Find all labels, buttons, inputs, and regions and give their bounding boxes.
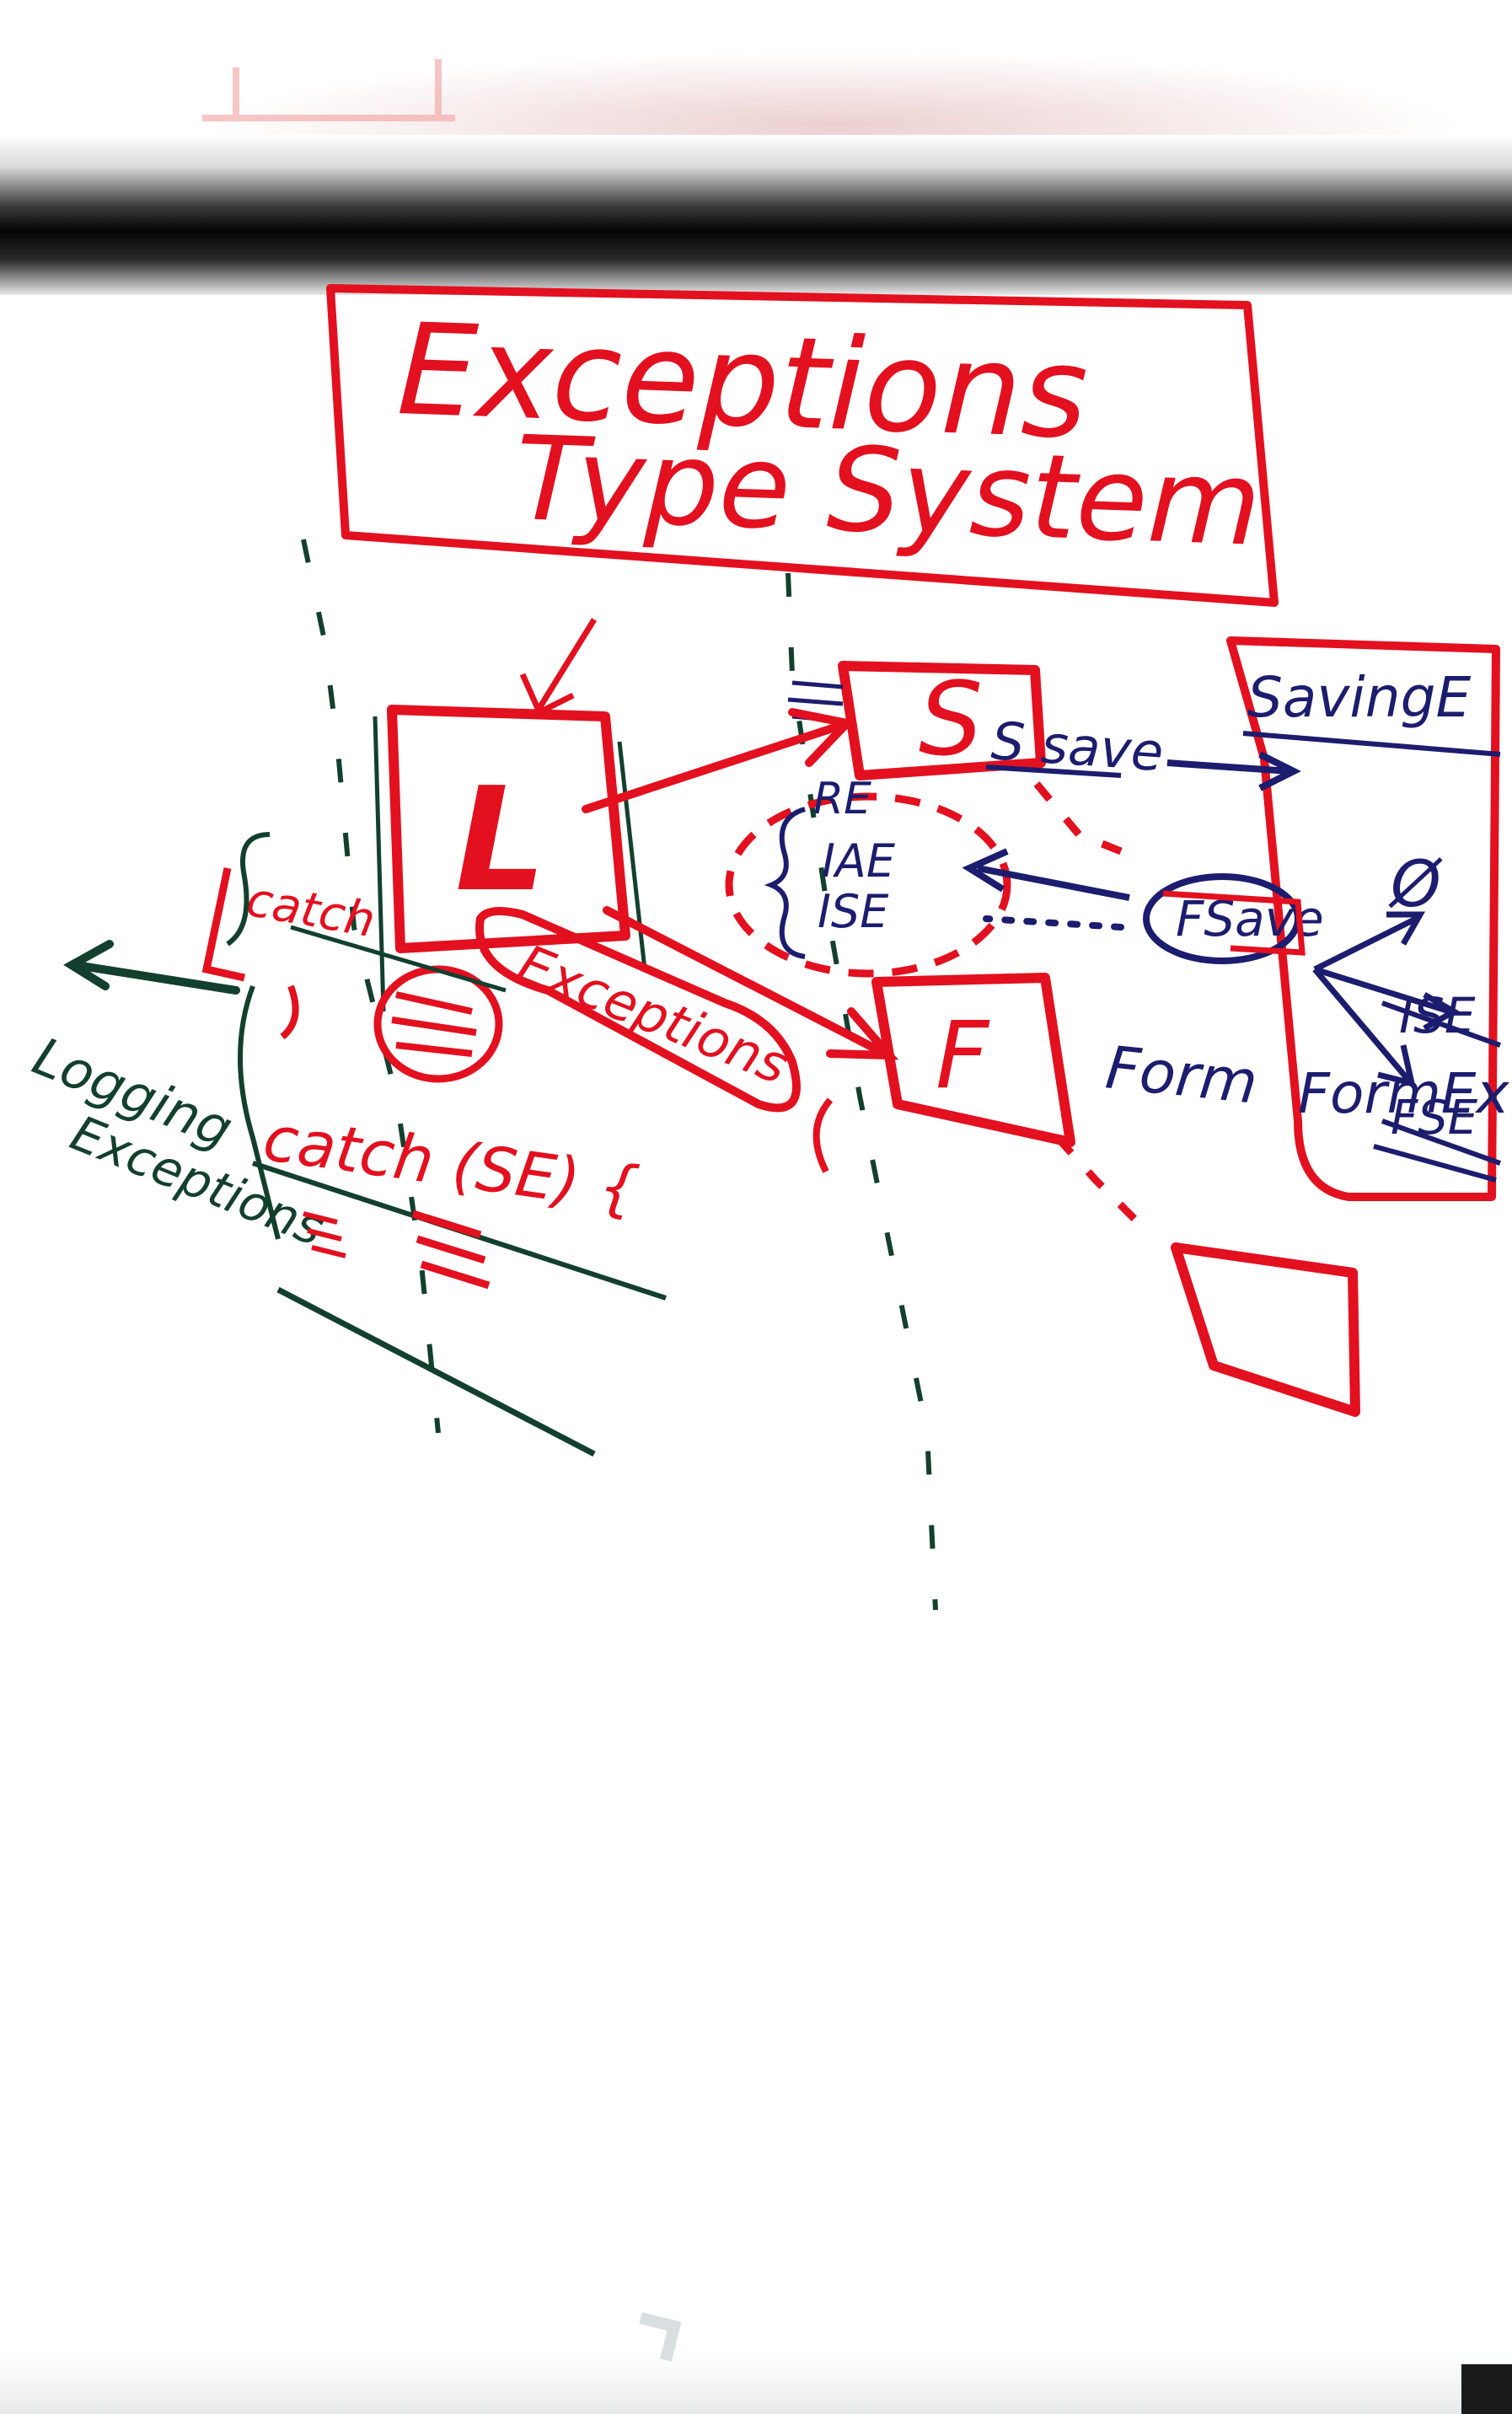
arrow-fsave-to-fse [1312, 967, 1416, 1087]
rte-label: RE [813, 774, 871, 824]
formex-label: FormEx [1298, 1061, 1509, 1126]
ise-right-strike [1381, 1000, 1502, 1048]
title-line-2: Type System [513, 410, 1263, 572]
catch-brace-green [226, 832, 271, 947]
iae-label: IAE [822, 834, 896, 888]
red-brace-close [280, 984, 299, 1040]
title-line-1: Exceptions [395, 297, 1091, 467]
arrow-ssave-to-savings [1166, 751, 1301, 791]
title-box [326, 284, 1279, 607]
savings-underline [1242, 731, 1501, 757]
layer-divider-left [301, 539, 441, 1434]
green-equals [303, 1211, 346, 1258]
savings-container [1226, 636, 1500, 1201]
layer-empty-box [1171, 1242, 1360, 1417]
corner-shadow [1461, 2364, 1512, 2414]
catch-l-underline [290, 925, 507, 993]
bottom-faint-marks [639, 2312, 682, 2362]
layer-l-label: L [455, 757, 546, 924]
arrow-into-l [519, 618, 597, 716]
phi-label: Ø [1388, 846, 1443, 921]
marker-tray [0, 135, 1512, 295]
runtime-brace [764, 807, 806, 959]
layer-l-box [387, 705, 630, 953]
logging-underline [276, 1286, 596, 1457]
logging-arrow [63, 940, 240, 995]
layer-s-label: S [919, 662, 983, 779]
equals-marks [411, 1210, 491, 1290]
fse-right-strike [1373, 1118, 1502, 1183]
form-label: Form [1102, 1033, 1261, 1117]
layer-f-label: F [936, 1001, 990, 1109]
logging-link [238, 984, 281, 1240]
layer-divider-middle [785, 572, 938, 1611]
faint-red-mark [202, 59, 455, 121]
fsave-red-bracket [1162, 890, 1306, 956]
runtime-exceptions-oval [725, 792, 1011, 978]
dashed-f-down [1054, 1135, 1141, 1226]
savings-label: SavingE [1247, 665, 1471, 730]
whiteboard-bottom-edge [0, 2352, 1512, 2414]
scribble-lines [391, 991, 477, 1057]
fse-right-label: FSE [1391, 1091, 1478, 1145]
arrow-l-to-s [582, 708, 855, 813]
arrow-fsave-to-runtime [962, 848, 1130, 901]
dotted-fsave-to-runtime [983, 915, 1124, 931]
arrow-fsave-to-phi [1313, 911, 1426, 973]
ise-label: ISE [818, 885, 889, 938]
layer-f-box [871, 973, 1075, 1147]
arrow-l-to-f [603, 906, 899, 1060]
red-paren-right [812, 1097, 834, 1173]
catch-box-red [201, 867, 245, 982]
exceptions-oval [475, 907, 801, 1113]
dashed-s-down [1033, 781, 1123, 856]
layer-s-box [838, 661, 1046, 781]
top-smudge [202, 51, 1466, 143]
s-save-underline [985, 764, 1122, 778]
catch-l-label: catch [243, 872, 379, 949]
